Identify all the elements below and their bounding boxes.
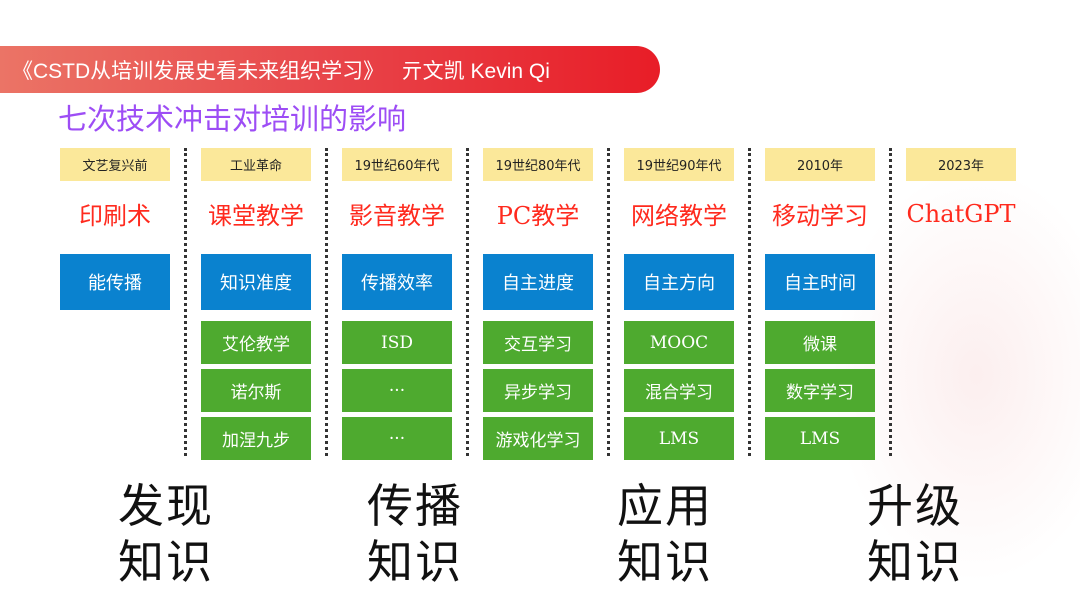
method-box: 游戏化学习 [483, 417, 593, 460]
value-box: 传播效率 [342, 254, 452, 310]
technology-title: 印刷术 [79, 202, 151, 230]
knowledge-line: 知识 [118, 535, 214, 589]
method-list: ISD ··· ··· [342, 321, 452, 460]
method-list: MOOC 混合学习 LMS [624, 321, 734, 460]
era-label: 19世纪90年代 [624, 148, 734, 181]
timeline-column: 文艺复兴前 印刷术能传播 [60, 148, 170, 310]
method-box: ··· [342, 417, 452, 460]
era-label: 19世纪80年代 [483, 148, 593, 181]
value-box: 自主方向 [624, 254, 734, 310]
knowledge-line: 知识 [367, 535, 463, 589]
method-list: 交互学习异步学习游戏化学习 [483, 321, 593, 460]
technology-title: PC教学 [496, 202, 580, 230]
method-list: 微课数字学习 LMS [765, 321, 875, 460]
method-box: 交互学习 [483, 321, 593, 364]
knowledge-line: 传播 [367, 479, 463, 533]
technology-title: 影音教学 [349, 202, 445, 230]
method-box: 诺尔斯 [201, 369, 311, 412]
technology-title: 课堂教学 [208, 202, 304, 230]
era-label: 2010年 [765, 148, 875, 181]
knowledge-label: 发现知识 [118, 478, 214, 590]
knowledge-label: 传播知识 [367, 478, 463, 590]
method-box: 艾伦教学 [201, 321, 311, 364]
technology-title: 移动学习 [772, 202, 868, 230]
divider [325, 148, 328, 456]
timeline-column: 19世纪80年代 PC教学自主进度交互学习异步学习游戏化学习 [483, 148, 593, 460]
era-label: 工业革命 [201, 148, 311, 181]
method-box: LMS [624, 417, 734, 460]
timeline-column: 19世纪90年代 网络教学自主方向 MOOC 混合学习 LMS [624, 148, 734, 460]
era-label: 2023年 [906, 148, 1016, 181]
method-box: LMS [765, 417, 875, 460]
knowledge-label: 应用知识 [617, 478, 713, 590]
knowledge-line: 知识 [617, 535, 713, 589]
knowledge-line: 升级 [867, 479, 963, 533]
knowledge-line: 应用 [617, 479, 713, 533]
method-box: 加涅九步 [201, 417, 311, 460]
header-title: 《CSTD从培训发展史看未来组织学习》 亓文凯 Kevin Qi [12, 60, 550, 83]
knowledge-line: 知识 [867, 535, 963, 589]
method-list: 艾伦教学诺尔斯加涅九步 [201, 321, 311, 460]
value-box: 自主进度 [483, 254, 593, 310]
timeline-column: 2023年 ChatGPT [906, 148, 1016, 246]
timeline-column: 19世纪60年代 影音教学传播效率 ISD ··· ··· [342, 148, 452, 460]
method-box: 异步学习 [483, 369, 593, 412]
divider [889, 148, 892, 456]
divider [607, 148, 610, 456]
slide-title: 七次技术冲击对培训的影响 [58, 102, 407, 136]
method-box: ··· [342, 369, 452, 412]
divider [466, 148, 469, 456]
method-box: 数字学习 [765, 369, 875, 412]
value-box: 能传播 [60, 254, 170, 310]
method-box: 微课 [765, 321, 875, 364]
era-label: 19世纪60年代 [342, 148, 452, 181]
method-box: ISD [342, 321, 452, 364]
technology-title: 网络教学 [631, 202, 727, 230]
method-box: MOOC [624, 321, 734, 364]
timeline-column: 工业革命 课堂教学知识准度艾伦教学诺尔斯加涅九步 [201, 148, 311, 460]
technology-title: ChatGPT [906, 199, 1016, 228]
knowledge-line: 发现 [118, 479, 214, 533]
era-label: 文艺复兴前 [60, 148, 170, 181]
knowledge-label: 升级知识 [867, 478, 963, 590]
divider [748, 148, 751, 456]
method-box: 混合学习 [624, 369, 734, 412]
header-band: 《CSTD从培训发展史看未来组织学习》 亓文凯 Kevin Qi [0, 46, 660, 93]
value-box: 自主时间 [765, 254, 875, 310]
divider [184, 148, 187, 456]
timeline-column: 2010年 移动学习自主时间微课数字学习 LMS [765, 148, 875, 460]
value-box: 知识准度 [201, 254, 311, 310]
